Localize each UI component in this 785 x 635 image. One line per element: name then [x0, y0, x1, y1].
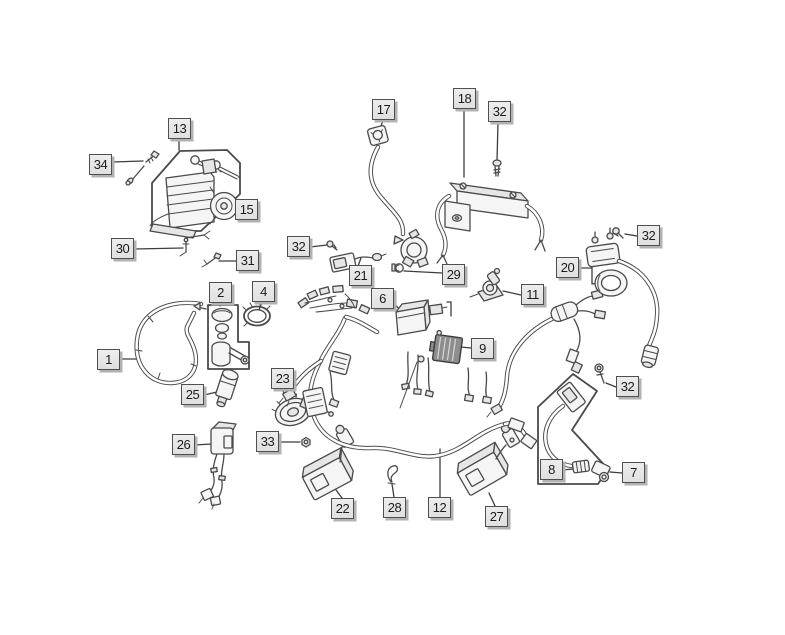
callout-number: 8 — [548, 462, 555, 477]
callout-number: 31 — [240, 253, 255, 268]
callout-22[interactable]: 22 — [331, 498, 354, 519]
callout-33[interactable]: 33 — [256, 431, 279, 452]
part-29-bullet-connector-art — [391, 263, 404, 273]
callout-number: 11 — [526, 287, 539, 302]
callout-number: 7 — [630, 465, 637, 480]
part-34-screws-art — [125, 150, 160, 186]
callout-number: 15 — [239, 202, 254, 217]
callout-number: 17 — [376, 102, 391, 117]
callout-28[interactable]: 28 — [383, 497, 406, 518]
callout-number: 32 — [492, 104, 507, 119]
callout-8[interactable]: 8 — [540, 459, 563, 480]
part-28-clip-art — [387, 465, 399, 485]
callout-number: 22 — [335, 501, 350, 516]
callout-4[interactable]: 4 — [252, 281, 275, 302]
callout-number: 32 — [641, 228, 656, 243]
part-17-cable-art — [367, 125, 429, 268]
part-1-cable-art — [134, 300, 207, 386]
callout-31[interactable]: 31 — [236, 250, 259, 271]
callout-32d[interactable]: 32 — [616, 376, 639, 397]
callout-7[interactable]: 7 — [622, 462, 645, 483]
part-32-screw-d-art — [594, 363, 605, 384]
callout-32a[interactable]: 32 — [287, 236, 310, 257]
callout-number: 32 — [291, 239, 306, 254]
callout-number: 26 — [176, 437, 191, 452]
callout-number: 27 — [489, 509, 504, 524]
part-13-ignition-switch-assembly-art — [149, 149, 241, 239]
part-9-regulator-art — [428, 329, 464, 365]
callout-34[interactable]: 34 — [89, 154, 112, 175]
part-6-box-art — [395, 299, 452, 336]
callout-11[interactable]: 11 — [521, 284, 544, 305]
callout-15[interactable]: 15 — [235, 199, 258, 220]
part-32-screw-b-art — [492, 159, 502, 177]
part-26-switch-art — [198, 421, 237, 510]
callout-2[interactable]: 2 — [209, 282, 232, 303]
callout-32b[interactable]: 32 — [488, 101, 511, 122]
callout-25[interactable]: 25 — [181, 384, 204, 405]
part-33-bolt-art — [301, 436, 311, 448]
callout-18[interactable]: 18 — [453, 88, 476, 109]
part-31-terminal-art — [201, 252, 222, 268]
callout-23[interactable]: 23 — [271, 368, 294, 389]
callout-1[interactable]: 1 — [97, 349, 120, 370]
callout-12[interactable]: 12 — [428, 497, 451, 518]
callout-29[interactable]: 29 — [442, 264, 465, 285]
callout-number: 13 — [172, 121, 187, 136]
callout-number: 4 — [260, 284, 267, 299]
callout-number: 28 — [387, 500, 402, 515]
part-25-relay-art — [215, 369, 239, 408]
part-20-ignition-coil-art — [585, 227, 660, 369]
callout-number: 20 — [560, 260, 575, 275]
callout-21[interactable]: 21 — [349, 265, 372, 286]
callout-number: 34 — [93, 157, 108, 172]
callout-9[interactable]: 9 — [471, 338, 494, 359]
callout-17[interactable]: 17 — [372, 99, 395, 120]
part-4-ring-art — [242, 301, 271, 327]
callout-30[interactable]: 30 — [111, 238, 134, 259]
callout-number: 32 — [620, 379, 635, 394]
part-11-switch-art — [469, 267, 504, 302]
callout-number: 9 — [479, 341, 486, 356]
callout-number: 25 — [185, 387, 200, 402]
callout-number: 6 — [379, 291, 386, 306]
callout-number: 18 — [457, 91, 472, 106]
part-2-lock-kit-art — [207, 304, 250, 370]
callout-number: 1 — [105, 352, 112, 367]
part-12-wiring-harness-art — [278, 284, 607, 459]
callout-20[interactable]: 20 — [556, 257, 579, 278]
part-30-wire-art — [179, 230, 211, 257]
part-18-bracket-art — [435, 182, 546, 265]
callout-number: 30 — [115, 241, 130, 256]
callout-number: 2 — [217, 285, 224, 300]
callout-number: 21 — [353, 268, 368, 283]
callout-number: 12 — [432, 500, 447, 515]
part-32-screw-a-art — [326, 240, 338, 251]
callout-number: 29 — [446, 267, 461, 282]
callout-6[interactable]: 6 — [371, 288, 394, 309]
part-32-screw-c-art — [612, 227, 624, 239]
callout-27[interactable]: 27 — [485, 506, 508, 527]
callout-26[interactable]: 26 — [172, 434, 195, 455]
callout-number: 23 — [275, 371, 290, 386]
callout-number: 33 — [260, 434, 275, 449]
callout-32c[interactable]: 32 — [637, 225, 660, 246]
leader-lines — [111, 108, 638, 507]
callout-13[interactable]: 13 — [168, 118, 191, 139]
